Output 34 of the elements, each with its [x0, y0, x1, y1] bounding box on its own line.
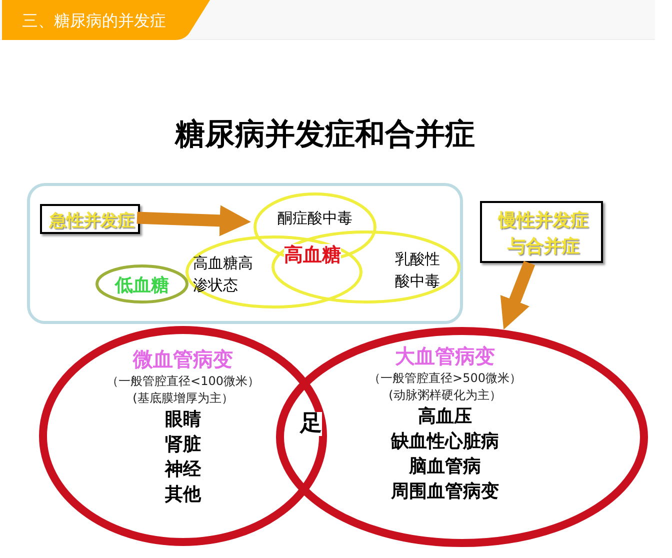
ellipse-outline	[185, 235, 363, 309]
ellipse-label: 乳酸性酸中毒	[395, 249, 441, 292]
group-panel	[27, 183, 463, 324]
ellipse-label: 酮症酸中毒	[278, 208, 352, 229]
box-label: 急性并发症	[50, 210, 134, 233]
group-heading: 大血管病变	[395, 343, 495, 370]
box-label: 慢性并发症与合并症	[496, 209, 590, 259]
arrow	[500, 260, 536, 330]
ellipse-outline	[95, 264, 189, 304]
overlap-label: 高血糖	[284, 244, 341, 266]
ring-ellipse	[38, 325, 328, 547]
list-item: 其他	[165, 483, 201, 507]
note-text: (动脉粥样硬化为主）	[388, 387, 502, 404]
list-item: 缺血性心脏病	[391, 430, 499, 454]
list-item: 眼睛	[165, 408, 201, 432]
label-box	[480, 201, 603, 263]
note-text: (基底膜增厚为主）	[132, 390, 234, 407]
list-item: 高血压	[418, 405, 472, 429]
ellipse-label: 低血糖	[115, 274, 169, 298]
group-heading: 微血管病变	[133, 346, 233, 373]
list-item: 周围血管病变	[391, 480, 499, 504]
list-item: 脑血管病	[409, 455, 481, 479]
ellipse-outline	[271, 230, 461, 304]
ellipse-label: 高血糖高渗状态	[193, 253, 254, 296]
list-item: 神经	[165, 458, 201, 482]
note-text: （一般管腔直径<100微米）	[106, 373, 260, 390]
overlap-label: 足	[300, 412, 322, 436]
list-item: 肾脏	[165, 433, 201, 457]
diagram-title: 糖尿病并发症和合并症	[174, 116, 476, 154]
ring-ellipse	[275, 326, 649, 548]
note-text: （一般管腔直径>500微米）	[368, 370, 522, 387]
label-box	[40, 204, 140, 234]
section-header-text: 三、糖尿病的并发症	[22, 10, 166, 32]
arrow	[136, 205, 251, 236]
